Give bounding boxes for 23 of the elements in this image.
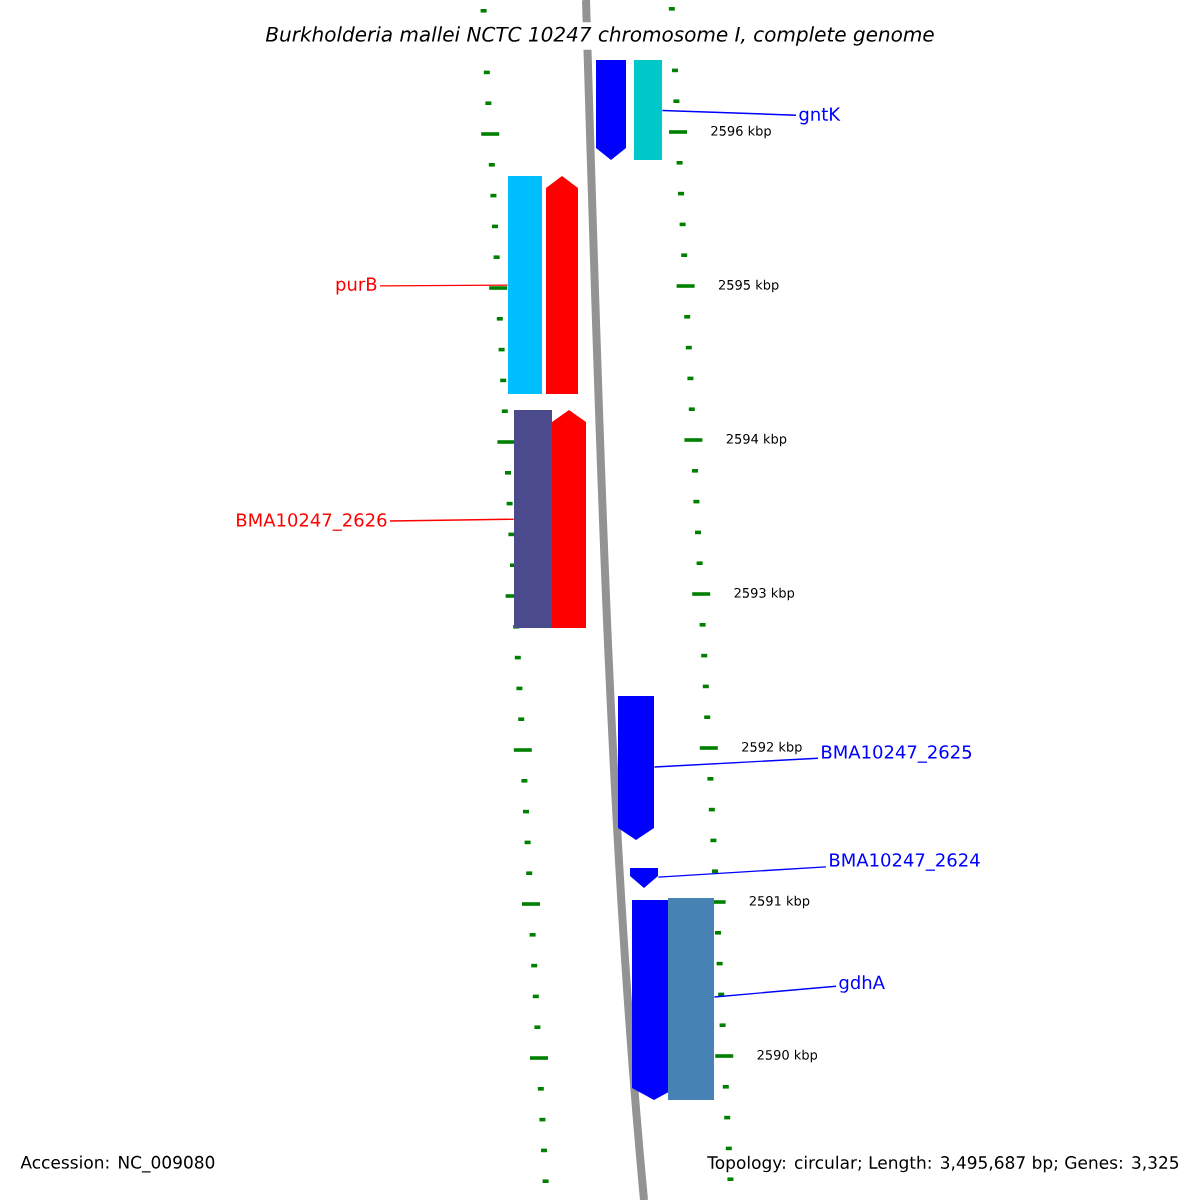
leader-line [713,985,837,998]
gene-label: gntK [799,107,841,125]
gene-feature [630,868,658,888]
gene-label: BMA10247_2624 [830,853,980,871]
gene-feature [634,60,662,160]
gene-feature [618,696,654,840]
leader-line [389,518,515,522]
title: Burkholderia mallei NCTC 10247 chromosome I, complete genome [261,22,939,50]
gene-feature [668,898,714,1100]
genome-info-text: Topology: circular; Length: 3,495,687 bp; Genes: 3,325 [705,1153,1182,1175]
leader-line [657,866,827,878]
gene-label: BMA10247_2625 [822,745,972,763]
gene-feature [552,410,586,628]
gene-feature [514,410,552,628]
gene-feature [546,176,578,394]
accession-text: Accession: NC_009080 [18,1153,218,1175]
leader-line [379,284,509,287]
leader-line [653,757,819,768]
gene-label: gdhA [839,975,885,993]
gene-label: purB [336,277,377,295]
gene-label: BMA10247_2626 [237,513,387,531]
gene-feature [508,176,542,394]
gene-feature [596,60,626,160]
